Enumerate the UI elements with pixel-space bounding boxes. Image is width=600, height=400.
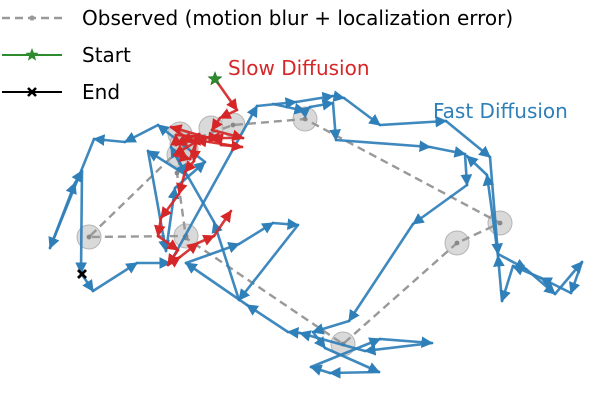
fast-step-9 [311,319,351,335]
legend-entry-start: Start [2,43,131,67]
legend-entry-end: End [2,80,120,104]
fast-step-44 [294,91,335,104]
fast-step-58 [482,173,500,258]
fast-step-12 [328,366,381,379]
slow-step-23 [166,255,182,268]
slow-step-20 [153,216,166,238]
fast-step-45 [331,90,346,102]
slow-step-15 [194,135,244,149]
observed-point-3 [497,220,503,226]
legend-dot-observed [29,15,35,21]
slow-step-3 [210,128,245,142]
fast-step-46 [342,96,382,127]
fast-step-57 [493,254,505,303]
legend-label-end: End [82,80,120,104]
slow-step-2 [210,116,223,132]
fast-diffusion-trajectory [48,90,584,379]
fast-step-22 [237,221,275,246]
annotation-fast-diffusion: Fast Diffusion [433,99,568,123]
end-x-icon [27,87,37,97]
fast-step-25 [211,220,241,302]
legend: Observed (motion blur + localization err… [2,6,513,104]
fast-step-10 [311,330,327,350]
fast-step-36 [48,181,77,250]
slow-step-17 [183,159,197,174]
fast-step-2 [308,99,335,111]
annotations: Slow Diffusion Fast Diffusion [228,56,568,123]
slow-step-18 [176,170,188,196]
slow-step-16 [189,138,201,163]
fast-step-54 [539,276,573,295]
annotation-slow-diffusion: Slow Diffusion [228,56,370,80]
start-star-icon [25,48,39,61]
fast-step-28 [146,149,188,177]
observed-point-4 [454,240,460,246]
fast-step-7 [411,183,469,226]
legend-label-start: Start [82,43,131,67]
fast-step-56 [499,264,515,303]
observed-point-1 [230,122,236,128]
slow-step-25 [196,234,216,246]
fast-step-23 [271,218,300,230]
fast-step-43 [255,97,298,109]
fast-step-11 [323,346,381,374]
legend-entry-observed: Observed (motion blur + localization err… [2,6,513,30]
fast-step-53 [569,260,584,295]
observed-point-9 [86,234,92,240]
fast-step-17 [298,330,367,353]
fast-step-4 [334,138,432,153]
fast-step-21 [184,242,241,265]
fast-step-15 [378,336,434,349]
slow-diffusion-trajectory [153,77,245,268]
fast-step-19 [245,303,290,334]
fast-step-24 [237,223,300,302]
slow-step-24 [178,241,200,259]
fast-step-6 [460,152,473,187]
fast-step-55 [511,264,543,280]
slow-step-26 [212,209,233,238]
fast-step-20 [184,261,249,307]
slow-step-8 [172,150,192,163]
fast-step-48 [444,119,492,159]
fast-step-8 [347,222,415,323]
end-marker-x-icon [77,269,87,279]
fast-step-34 [92,134,127,146]
fast-step-59 [465,154,489,177]
legend-label-observed: Observed (motion blur + localization err… [82,6,513,30]
endpoint-markers [77,71,223,279]
fast-step-18 [286,327,302,339]
fast-step-3 [329,101,341,142]
fast-step-52 [553,260,584,296]
slow-step-19 [159,192,181,220]
fast-step-38 [75,169,87,275]
observed-point-2 [302,116,308,122]
slow-step-1 [218,108,239,120]
fast-step-14 [309,337,382,369]
fast-step-47 [378,115,448,128]
slow-step-21 [156,234,180,252]
observed-path [86,117,503,346]
fast-step-13 [309,364,332,376]
fast-step-40 [91,261,139,293]
fast-step-5 [428,145,467,158]
fast-step-33 [123,123,160,144]
fast-step-16 [363,341,434,356]
start-marker-star-icon [207,71,223,86]
